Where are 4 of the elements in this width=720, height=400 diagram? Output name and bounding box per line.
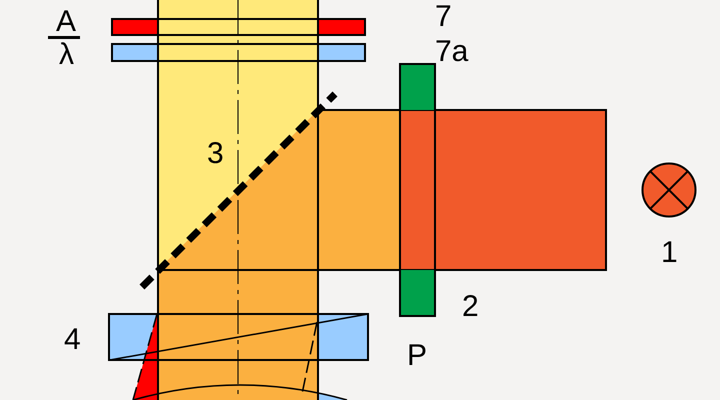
callout-number: 1 (661, 238, 678, 268)
callout-number: 4 (64, 325, 81, 355)
part-label: λ (59, 40, 74, 70)
part-label: A (56, 7, 76, 37)
